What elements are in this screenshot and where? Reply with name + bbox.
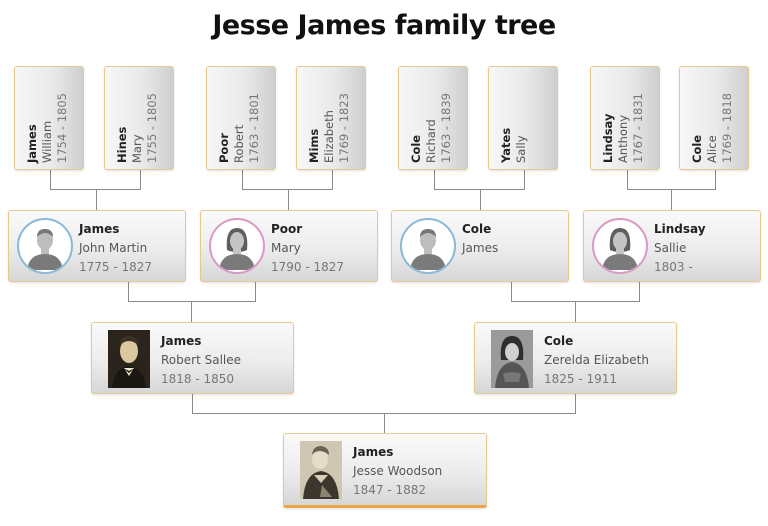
portrait-photo — [491, 330, 533, 388]
given-name: Mary — [130, 134, 144, 163]
given-name: Alice — [705, 135, 719, 163]
surname: Lindsay — [601, 113, 615, 163]
connector — [715, 170, 716, 189]
male-avatar-icon — [400, 218, 456, 274]
given-name: Zerelda Elizabeth — [544, 353, 649, 367]
given-name: William — [40, 120, 54, 163]
portrait-photo — [300, 441, 342, 499]
surname: James — [79, 222, 120, 236]
life-years: 1767 - 1831 — [631, 93, 645, 163]
surname: Cole — [462, 222, 492, 236]
surname: Cole — [409, 134, 423, 163]
connector — [128, 282, 129, 301]
connector — [575, 301, 576, 322]
connector — [480, 189, 481, 210]
portrait-photo — [108, 330, 150, 388]
life-years: 1769 - 1823 — [337, 93, 351, 163]
given-name: Richard — [424, 119, 438, 163]
connector — [671, 189, 672, 210]
connector — [434, 189, 525, 190]
surname: Lindsay — [654, 222, 706, 236]
connector — [50, 170, 51, 189]
surname: James — [25, 124, 39, 163]
connector — [255, 282, 256, 301]
surname: James — [353, 445, 394, 459]
given-name: Elizabeth — [322, 110, 336, 163]
connector — [524, 170, 525, 189]
connector — [242, 189, 333, 190]
given-name: Sallie — [654, 241, 687, 255]
life-years: 1769 - 1818 — [720, 93, 734, 163]
life-years: 1818 - 1850 — [161, 372, 235, 386]
life-years: 1825 - 1911 — [544, 372, 618, 386]
female-avatar-icon — [209, 218, 265, 274]
life-years: 1754 - 1805 — [55, 93, 69, 163]
surname: Poor — [217, 133, 231, 163]
surname: Cole — [544, 334, 574, 348]
given-name: Mary — [271, 241, 301, 255]
connector — [192, 394, 193, 413]
surname: Cole — [690, 134, 704, 163]
life-years: 1763 - 1839 — [439, 93, 453, 163]
given-name: Robert — [232, 124, 246, 163]
given-name: James — [462, 241, 499, 255]
surname: Hines — [115, 126, 129, 163]
connector — [50, 189, 141, 190]
surname: Yates — [499, 127, 513, 163]
male-avatar-icon — [17, 218, 73, 274]
given-name: John Martin — [79, 241, 148, 255]
connector — [242, 170, 243, 189]
connector — [288, 189, 289, 210]
life-years: 1847 - 1882 — [353, 483, 427, 497]
life-years: 1790 - 1827 — [271, 260, 345, 274]
connector — [96, 189, 97, 210]
female-avatar-icon — [592, 218, 648, 274]
connector — [384, 413, 385, 433]
connector — [639, 282, 640, 301]
given-name: Jesse Woodson — [353, 464, 443, 478]
life-years: 1803 - — [654, 260, 693, 274]
surname: Poor — [271, 222, 303, 236]
surname: James — [161, 334, 202, 348]
surname: Mims — [307, 128, 321, 163]
connector — [511, 282, 512, 301]
given-name: Robert Sallee — [161, 353, 241, 367]
connector — [128, 301, 256, 302]
connector — [332, 170, 333, 189]
page-title: Jesse James family tree — [212, 10, 556, 41]
connector — [575, 394, 576, 413]
life-years: 1763 - 1801 — [247, 93, 261, 163]
connector — [434, 170, 435, 189]
connector — [140, 170, 141, 189]
given-name: Anthony — [616, 114, 630, 163]
given-name: Sally — [514, 135, 528, 163]
life-years: 1755 - 1805 — [145, 93, 159, 163]
life-years: 1775 - 1827 — [79, 260, 153, 274]
connector — [191, 301, 192, 322]
connector — [627, 170, 628, 189]
